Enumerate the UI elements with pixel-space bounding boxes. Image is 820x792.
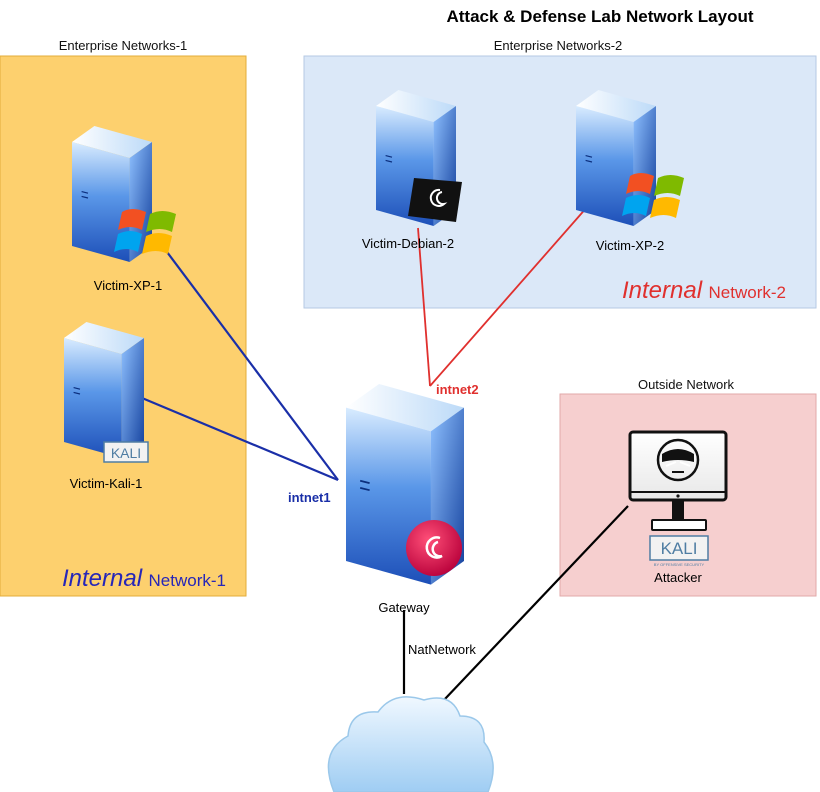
- debian-swirl-icon: [406, 520, 462, 576]
- windows-logo-icon: [114, 209, 176, 254]
- outside-network-label: Outside Network: [638, 377, 735, 392]
- victim-kali-1-server-icon[interactable]: [64, 322, 144, 458]
- kali-badge-icon: KALI BY OFFENSIVE SECURITY: [649, 535, 709, 567]
- internet-cloud-icon: [327, 696, 494, 792]
- internal-word-2: Internal: [622, 277, 703, 304]
- link-debian2-gateway: [417, 227, 431, 387]
- kali-badge-text: KALI: [661, 539, 698, 558]
- victim-xp-1-label: Victim-XP-1: [94, 278, 162, 293]
- diagram-title: Attack & Defense Lab Network Layout: [446, 7, 753, 26]
- attacker-label: Attacker: [654, 570, 702, 585]
- kali-badge-subtext: BY OFFENSIVE SECURITY: [654, 562, 705, 567]
- victim-xp-2-label: Victim-XP-2: [596, 238, 664, 253]
- link-xp1-gateway: [163, 247, 339, 481]
- intnet1-label: intnet1: [288, 490, 331, 505]
- kali-badge-text: KALI: [111, 445, 141, 461]
- windows-logo-icon: [622, 173, 684, 218]
- victim-kali-1-label: Victim-Kali-1: [70, 476, 143, 491]
- kali-badge-icon: KALI: [103, 441, 149, 463]
- link-attacker-cloud: [443, 505, 629, 701]
- link-kali1-gateway: [141, 396, 339, 482]
- internal-network-1-title: Internal Network-1: [62, 565, 226, 592]
- internal-network-2-title: Internal Network-2: [622, 277, 786, 304]
- attacker-monitor-icon[interactable]: [628, 430, 728, 531]
- network-2-name: Network-2: [709, 283, 786, 302]
- debian-logo-icon: [408, 178, 462, 222]
- victim-debian-2-label: Victim-Debian-2: [362, 236, 454, 251]
- network-1-name: Network-1: [149, 571, 226, 590]
- gateway-label: Gateway: [378, 600, 430, 615]
- enterprise-networks-1-label: Enterprise Networks-1: [59, 38, 188, 53]
- intnet2-label: intnet2: [436, 382, 479, 397]
- internal-word-1: Internal: [62, 565, 143, 592]
- hacker-face-icon: [656, 438, 700, 482]
- link-xp2-gateway: [429, 205, 589, 387]
- natnetwork-label: NatNetwork: [408, 642, 476, 657]
- enterprise-networks-2-label: Enterprise Networks-2: [494, 38, 623, 53]
